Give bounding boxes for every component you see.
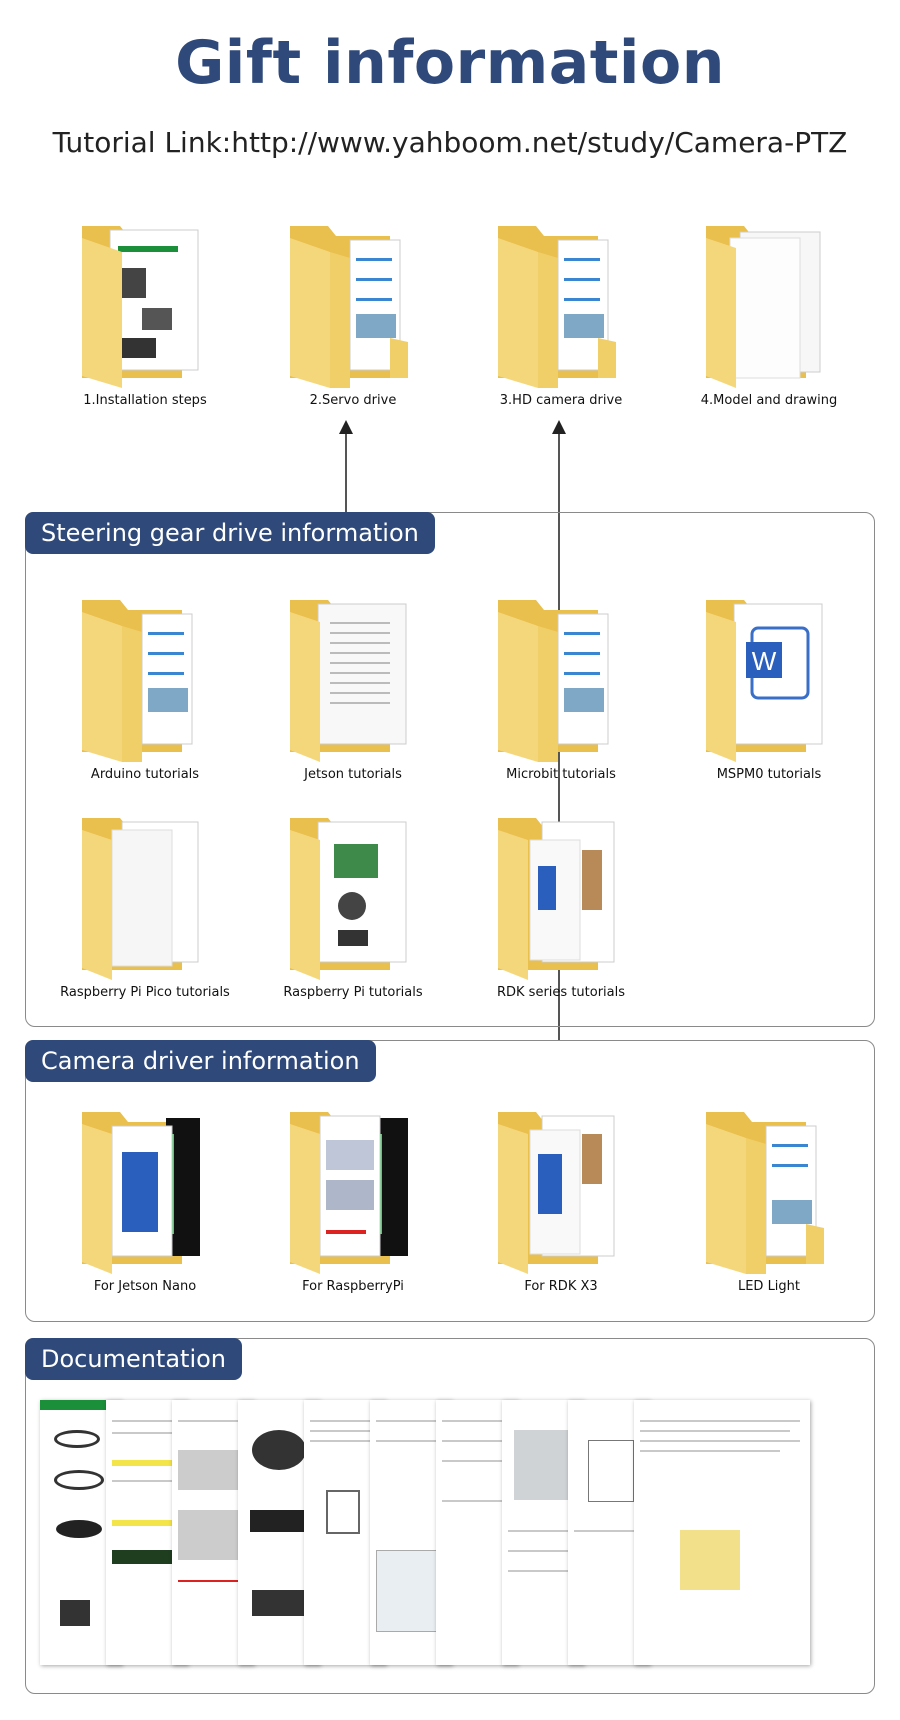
folder-raspberry-pi-pico[interactable]: Raspberry Pi Pico tutorials — [60, 810, 230, 1010]
folder-rdk-series[interactable]: RDK series tutorials — [476, 810, 646, 1010]
folder-label: Microbit tutorials — [506, 767, 616, 782]
steering-section-title: Steering gear drive information — [25, 512, 435, 554]
folder-label: Jetson tutorials — [304, 767, 402, 782]
folder-label: 4.Model and drawing — [700, 393, 838, 408]
folder-icon — [82, 226, 199, 388]
folder-icon — [498, 1112, 615, 1274]
steering-section — [25, 512, 875, 1027]
arrow-head-camera — [552, 420, 566, 434]
folder-label: Raspberry Pi Pico tutorials — [60, 985, 230, 1000]
folder-jetson[interactable]: Jetson tutorials — [268, 592, 438, 792]
folder-label: MSPM0 tutorials — [716, 767, 822, 782]
folder-label: RDK series tutorials — [496, 985, 626, 1000]
arrow-servo — [345, 434, 347, 512]
folder-mspm0[interactable]: W MSPM0 tutorials — [684, 592, 854, 792]
folder-icon: W — [706, 600, 823, 762]
folder-jetson-nano[interactable]: For Jetson Nano — [60, 1104, 230, 1304]
folder-icon — [82, 600, 193, 762]
camera-section-title: Camera driver information — [25, 1040, 376, 1082]
folder-label: 2.Servo drive — [309, 393, 397, 408]
doc-page — [634, 1400, 810, 1665]
documentation-section — [25, 1338, 875, 1694]
folder-icon — [498, 600, 609, 762]
folder-rdk-x3[interactable]: For RDK X3 — [476, 1104, 646, 1304]
folder-icon — [706, 1112, 824, 1274]
folder-icon — [82, 1112, 200, 1274]
folder-microbit[interactable]: Microbit tutorials — [476, 592, 646, 792]
folder-label: For RDK X3 — [524, 1279, 598, 1294]
folder-icon — [290, 226, 408, 388]
arrow-head-servo — [339, 420, 353, 434]
folder-label: 3.HD camera drive — [499, 393, 623, 408]
camera-section — [25, 1040, 875, 1322]
folder-arduino[interactable]: Arduino tutorials — [60, 592, 230, 792]
folder-servo-drive[interactable]: 2.Servo drive — [268, 218, 438, 418]
folder-icon — [290, 818, 407, 980]
folder-label: For RaspberryPi — [302, 1279, 404, 1294]
tutorial-link[interactable]: Tutorial Link:http://www.yahboom.net/stu… — [52, 126, 848, 159]
folder-label: 1.Installation steps — [83, 393, 207, 408]
folder-label: For Jetson Nano — [93, 1279, 197, 1294]
folder-icon — [290, 600, 407, 762]
folder-label: Raspberry Pi tutorials — [283, 985, 423, 1000]
folder-icon — [498, 818, 615, 980]
folder-icon — [706, 226, 821, 388]
folder-installation-steps[interactable]: 1.Installation steps — [60, 218, 230, 418]
folder-raspberrypi[interactable]: For RaspberryPi — [268, 1104, 438, 1304]
svg-text:W: W — [752, 646, 777, 676]
folder-label: LED Light — [737, 1279, 801, 1294]
page-title: Gift information — [175, 28, 725, 98]
folder-model-and-drawing[interactable]: 4.Model and drawing — [684, 218, 854, 418]
documentation-preview-strip — [40, 1400, 860, 1670]
folder-led-light[interactable]: LED Light — [684, 1104, 854, 1304]
folder-raspberry-pi[interactable]: Raspberry Pi tutorials — [268, 810, 438, 1010]
folder-label: Arduino tutorials — [90, 767, 200, 782]
folder-icon — [82, 818, 199, 980]
folder-icon — [290, 1112, 408, 1274]
documentation-section-title: Documentation — [25, 1338, 243, 1380]
folder-icon — [498, 226, 616, 388]
folder-hd-camera-drive[interactable]: 3.HD camera drive — [476, 218, 646, 418]
